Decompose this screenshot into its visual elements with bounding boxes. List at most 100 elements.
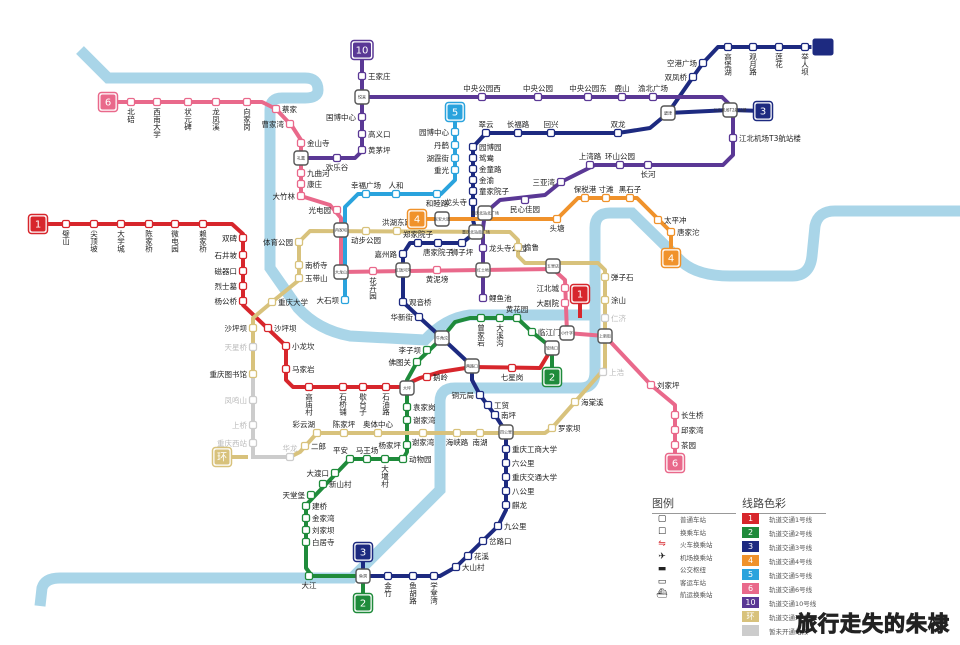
- interchange-station[interactable]: [545, 258, 561, 274]
- interchange-station[interactable]: [498, 424, 514, 440]
- station-marker[interactable]: [556, 177, 566, 187]
- interchange-station[interactable]: [722, 102, 738, 118]
- station-marker[interactable]: [281, 341, 291, 351]
- interchange-station[interactable]: [597, 328, 613, 344]
- station-marker[interactable]: [211, 97, 221, 107]
- station-marker[interactable]: [304, 571, 314, 581]
- station-marker[interactable]: [513, 128, 523, 138]
- station-marker[interactable]: [296, 179, 306, 189]
- station-marker[interactable]: [306, 490, 316, 500]
- station-marker[interactable]: [495, 313, 505, 323]
- station-marker[interactable]: [476, 313, 486, 323]
- station-marker[interactable]: [248, 438, 258, 448]
- station-marker[interactable]: [422, 372, 432, 382]
- station-marker[interactable]: [457, 238, 467, 248]
- station-marker[interactable]: [450, 165, 460, 175]
- station-marker[interactable]: [580, 193, 590, 203]
- station-marker[interactable]: [646, 380, 656, 390]
- station-marker[interactable]: [332, 153, 342, 163]
- station-marker[interactable]: [248, 420, 258, 430]
- station-marker[interactable]: [242, 97, 252, 107]
- station-marker[interactable]: [748, 42, 758, 52]
- station-marker[interactable]: [301, 525, 311, 535]
- station-marker[interactable]: [183, 97, 193, 107]
- station-marker[interactable]: [653, 215, 663, 225]
- station-marker[interactable]: [723, 42, 733, 52]
- interchange-station[interactable]: [464, 358, 480, 374]
- station-marker[interactable]: [144, 219, 154, 229]
- station-marker[interactable]: [357, 145, 367, 155]
- station-marker[interactable]: [501, 458, 511, 468]
- station-marker[interactable]: [512, 313, 522, 323]
- station-marker[interactable]: [381, 382, 391, 392]
- station-marker[interactable]: [391, 189, 401, 199]
- station-marker[interactable]: [116, 219, 126, 229]
- station-marker[interactable]: [338, 382, 348, 392]
- station-marker[interactable]: [600, 272, 610, 282]
- interchange-station[interactable]: [468, 224, 484, 240]
- station-marker[interactable]: [478, 243, 488, 253]
- station-marker[interactable]: [468, 175, 478, 185]
- station-marker[interactable]: [238, 281, 248, 291]
- station-marker[interactable]: [357, 112, 367, 122]
- station-marker[interactable]: [301, 501, 311, 511]
- station-marker[interactable]: [625, 193, 635, 203]
- station-marker[interactable]: [368, 266, 378, 276]
- station-marker[interactable]: [296, 191, 306, 201]
- station-marker[interactable]: [373, 428, 383, 438]
- station-marker[interactable]: [433, 238, 443, 248]
- station-marker[interactable]: [648, 92, 658, 102]
- station-marker[interactable]: [345, 454, 355, 464]
- station-marker[interactable]: [318, 479, 328, 489]
- station-marker[interactable]: [296, 138, 306, 148]
- station-marker[interactable]: [478, 293, 488, 303]
- station-marker[interactable]: [248, 369, 258, 379]
- station-marker[interactable]: [468, 164, 478, 174]
- station-marker[interactable]: [493, 521, 503, 531]
- station-marker[interactable]: [170, 219, 180, 229]
- station-marker[interactable]: [450, 140, 460, 150]
- station-marker[interactable]: [698, 58, 708, 68]
- station-marker[interactable]: [432, 265, 442, 275]
- station-marker[interactable]: [478, 536, 488, 546]
- interchange-station[interactable]: [660, 105, 676, 121]
- station-marker[interactable]: [728, 133, 738, 143]
- station-marker[interactable]: [413, 238, 423, 248]
- station-marker[interactable]: [585, 160, 595, 170]
- station-marker[interactable]: [271, 104, 281, 114]
- station-marker[interactable]: [546, 128, 556, 138]
- station-marker[interactable]: [332, 205, 342, 215]
- station-marker[interactable]: [339, 428, 349, 438]
- station-marker[interactable]: [613, 128, 623, 138]
- station-marker[interactable]: [601, 193, 611, 203]
- station-marker[interactable]: [248, 342, 258, 352]
- station-marker[interactable]: [300, 441, 310, 451]
- station-marker[interactable]: [357, 129, 367, 139]
- interchange-station[interactable]: [354, 89, 370, 105]
- station-marker[interactable]: [598, 367, 608, 377]
- station-marker[interactable]: [380, 454, 390, 464]
- station-marker[interactable]: [468, 186, 478, 196]
- station-marker[interactable]: [468, 153, 478, 163]
- station-marker[interactable]: [294, 273, 304, 283]
- station-marker[interactable]: [481, 128, 491, 138]
- station-marker[interactable]: [552, 214, 562, 224]
- station-marker[interactable]: [304, 382, 314, 392]
- interchange-station[interactable]: [355, 568, 371, 584]
- station-marker[interactable]: [361, 189, 371, 199]
- station-marker[interactable]: [432, 189, 442, 199]
- station-marker[interactable]: [402, 402, 412, 412]
- station-marker[interactable]: [468, 197, 478, 207]
- station-marker[interactable]: [357, 71, 367, 81]
- station-marker[interactable]: [152, 97, 162, 107]
- station-marker[interactable]: [507, 363, 517, 373]
- station-marker[interactable]: [513, 242, 523, 252]
- interchange-station[interactable]: [544, 340, 560, 356]
- station-marker[interactable]: [520, 195, 530, 205]
- station-marker[interactable]: [450, 127, 460, 137]
- station-marker[interactable]: [126, 97, 136, 107]
- station-marker[interactable]: [533, 92, 543, 102]
- station-marker[interactable]: [238, 250, 248, 260]
- station-marker[interactable]: [615, 160, 625, 170]
- station-marker[interactable]: [617, 92, 627, 102]
